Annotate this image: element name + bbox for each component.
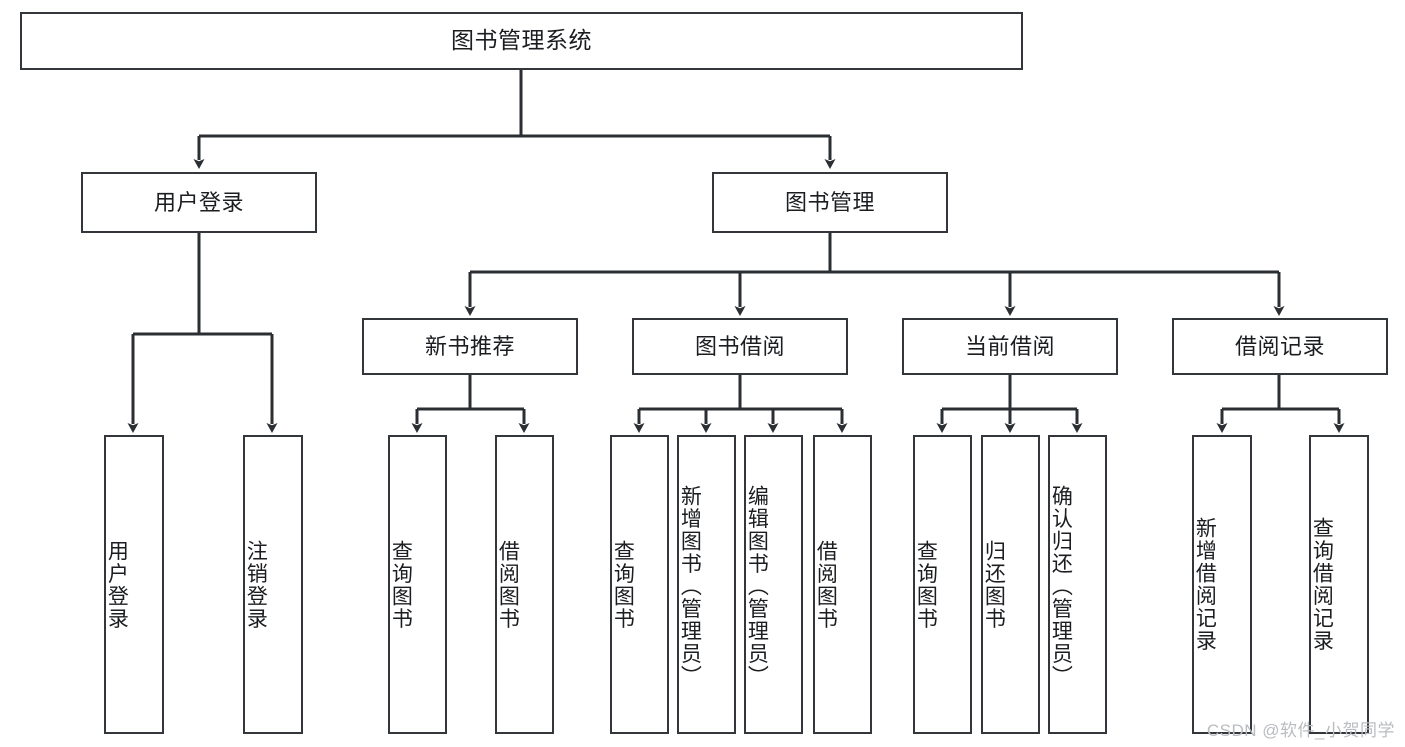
node-user-login[interactable]: 用户登录 [81,172,317,233]
watermark-text: CSDN @软件_小贺同学 [1206,721,1395,740]
leaf-user-login[interactable]: 用户登录 [104,435,164,734]
node-label: 图书管理 [784,189,875,215]
node-new-book-recommend[interactable]: 新书推荐 [362,318,578,375]
node-label: 编辑图书（管理员） [745,485,769,688]
leaf-query-book-current[interactable]: 查询图书 [913,435,972,734]
leaf-query-book-borrow[interactable]: 查询图书 [610,435,669,734]
leaf-query-book-new[interactable]: 查询图书 [388,435,447,734]
leaf-borrow-book-new[interactable]: 借阅图书 [495,435,554,734]
node-book-management[interactable]: 图书管理 [712,172,948,233]
node-label: 查询借阅记录 [1310,517,1334,652]
node-label: 当前借阅 [964,333,1055,359]
node-label: 查询图书 [611,539,635,630]
node-label: 新增图书（管理员） [678,485,702,688]
node-label: 新书推荐 [424,333,515,359]
leaf-query-borrow-record[interactable]: 查询借阅记录 [1309,435,1369,734]
node-label: 图书借阅 [694,333,785,359]
node-borrow-record[interactable]: 借阅记录 [1172,318,1388,375]
leaf-borrow-book[interactable]: 借阅图书 [813,435,872,734]
leaf-add-borrow-record[interactable]: 新增借阅记录 [1192,435,1252,734]
node-label: 归还图书 [982,539,1006,630]
leaf-edit-book-admin[interactable]: 编辑图书（管理员） [744,435,803,734]
leaf-logout[interactable]: 注销登录 [243,435,303,734]
node-book-borrow[interactable]: 图书借阅 [632,318,848,375]
node-label: 借阅图书 [814,539,838,630]
node-label: 借阅图书 [496,539,520,630]
node-label: 确认归还（管理员） [1049,485,1073,688]
node-label: 借阅记录 [1234,333,1325,359]
node-current-borrow[interactable]: 当前借阅 [902,318,1118,375]
node-label: 用户登录 [153,189,244,215]
leaf-confirm-return-admin[interactable]: 确认归还（管理员） [1048,435,1107,734]
node-label: 查询图书 [914,539,938,630]
leaf-return-book[interactable]: 归还图书 [981,435,1040,734]
leaf-add-book-admin[interactable]: 新增图书（管理员） [677,435,736,734]
node-label: 查询图书 [389,539,413,630]
node-label: 注销登录 [244,539,268,630]
node-root-system[interactable]: 图书管理系统 [20,12,1023,70]
node-label: 图书管理系统 [451,27,592,54]
node-label: 用户登录 [105,539,129,630]
node-label: 新增借阅记录 [1193,517,1217,652]
